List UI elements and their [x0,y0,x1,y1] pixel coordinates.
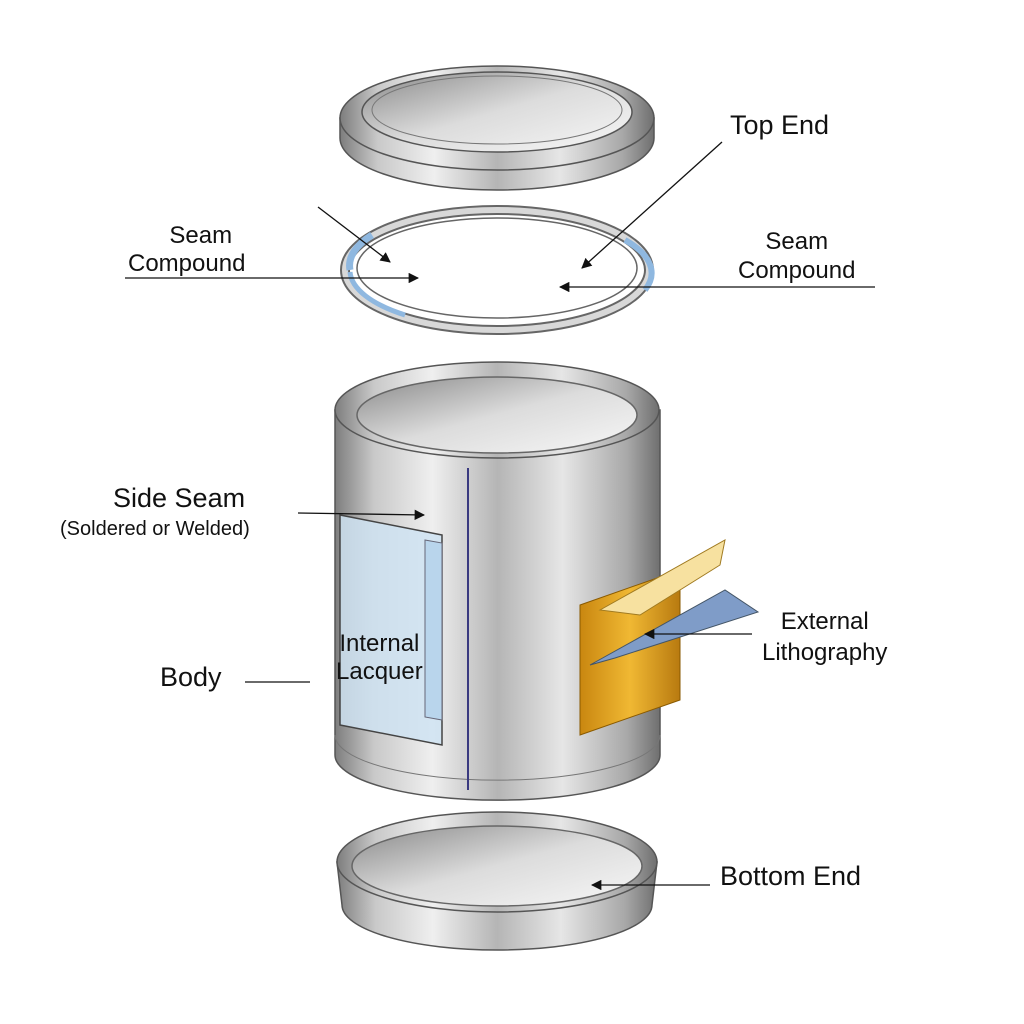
label-internal-lacquer-line1: Internal [339,630,420,657]
label-external-lithography-line2: Lithography [762,639,888,666]
label-body: Body [160,662,222,692]
bottom-end [336,811,658,951]
label-seam-compound-left-line2: Compound [128,250,246,277]
external-lithography-blue [589,589,760,666]
seam-compound-ring [340,205,655,335]
label-seam-compound-left-line1: Seam [169,222,233,249]
label-seam-compound-right: Seam Compound [738,227,855,285]
label-seam-compound-left: Seam Compound [128,222,245,278]
label-external-lithography: External Lithography [762,606,887,668]
can-body [334,361,760,801]
label-side-seam-note: (Soldered or Welded) [60,518,250,540]
label-external-lithography-line1: External [780,608,869,635]
leader-lines [125,141,875,891]
label-top-end: Top End [730,110,830,140]
top-end-lid [339,65,655,191]
internal-lacquer-panel [339,514,443,746]
label-side-seam: Side Seam [113,483,246,513]
label-internal-lacquer-line2: Lacquer [336,658,423,685]
label-seam-compound-right-line1: Seam [765,228,829,255]
label-bottom-end: Bottom End [720,861,862,891]
label-internal-lacquer: Internal Lacquer [336,630,423,686]
label-seam-compound-right-line2: Compound [738,257,856,284]
